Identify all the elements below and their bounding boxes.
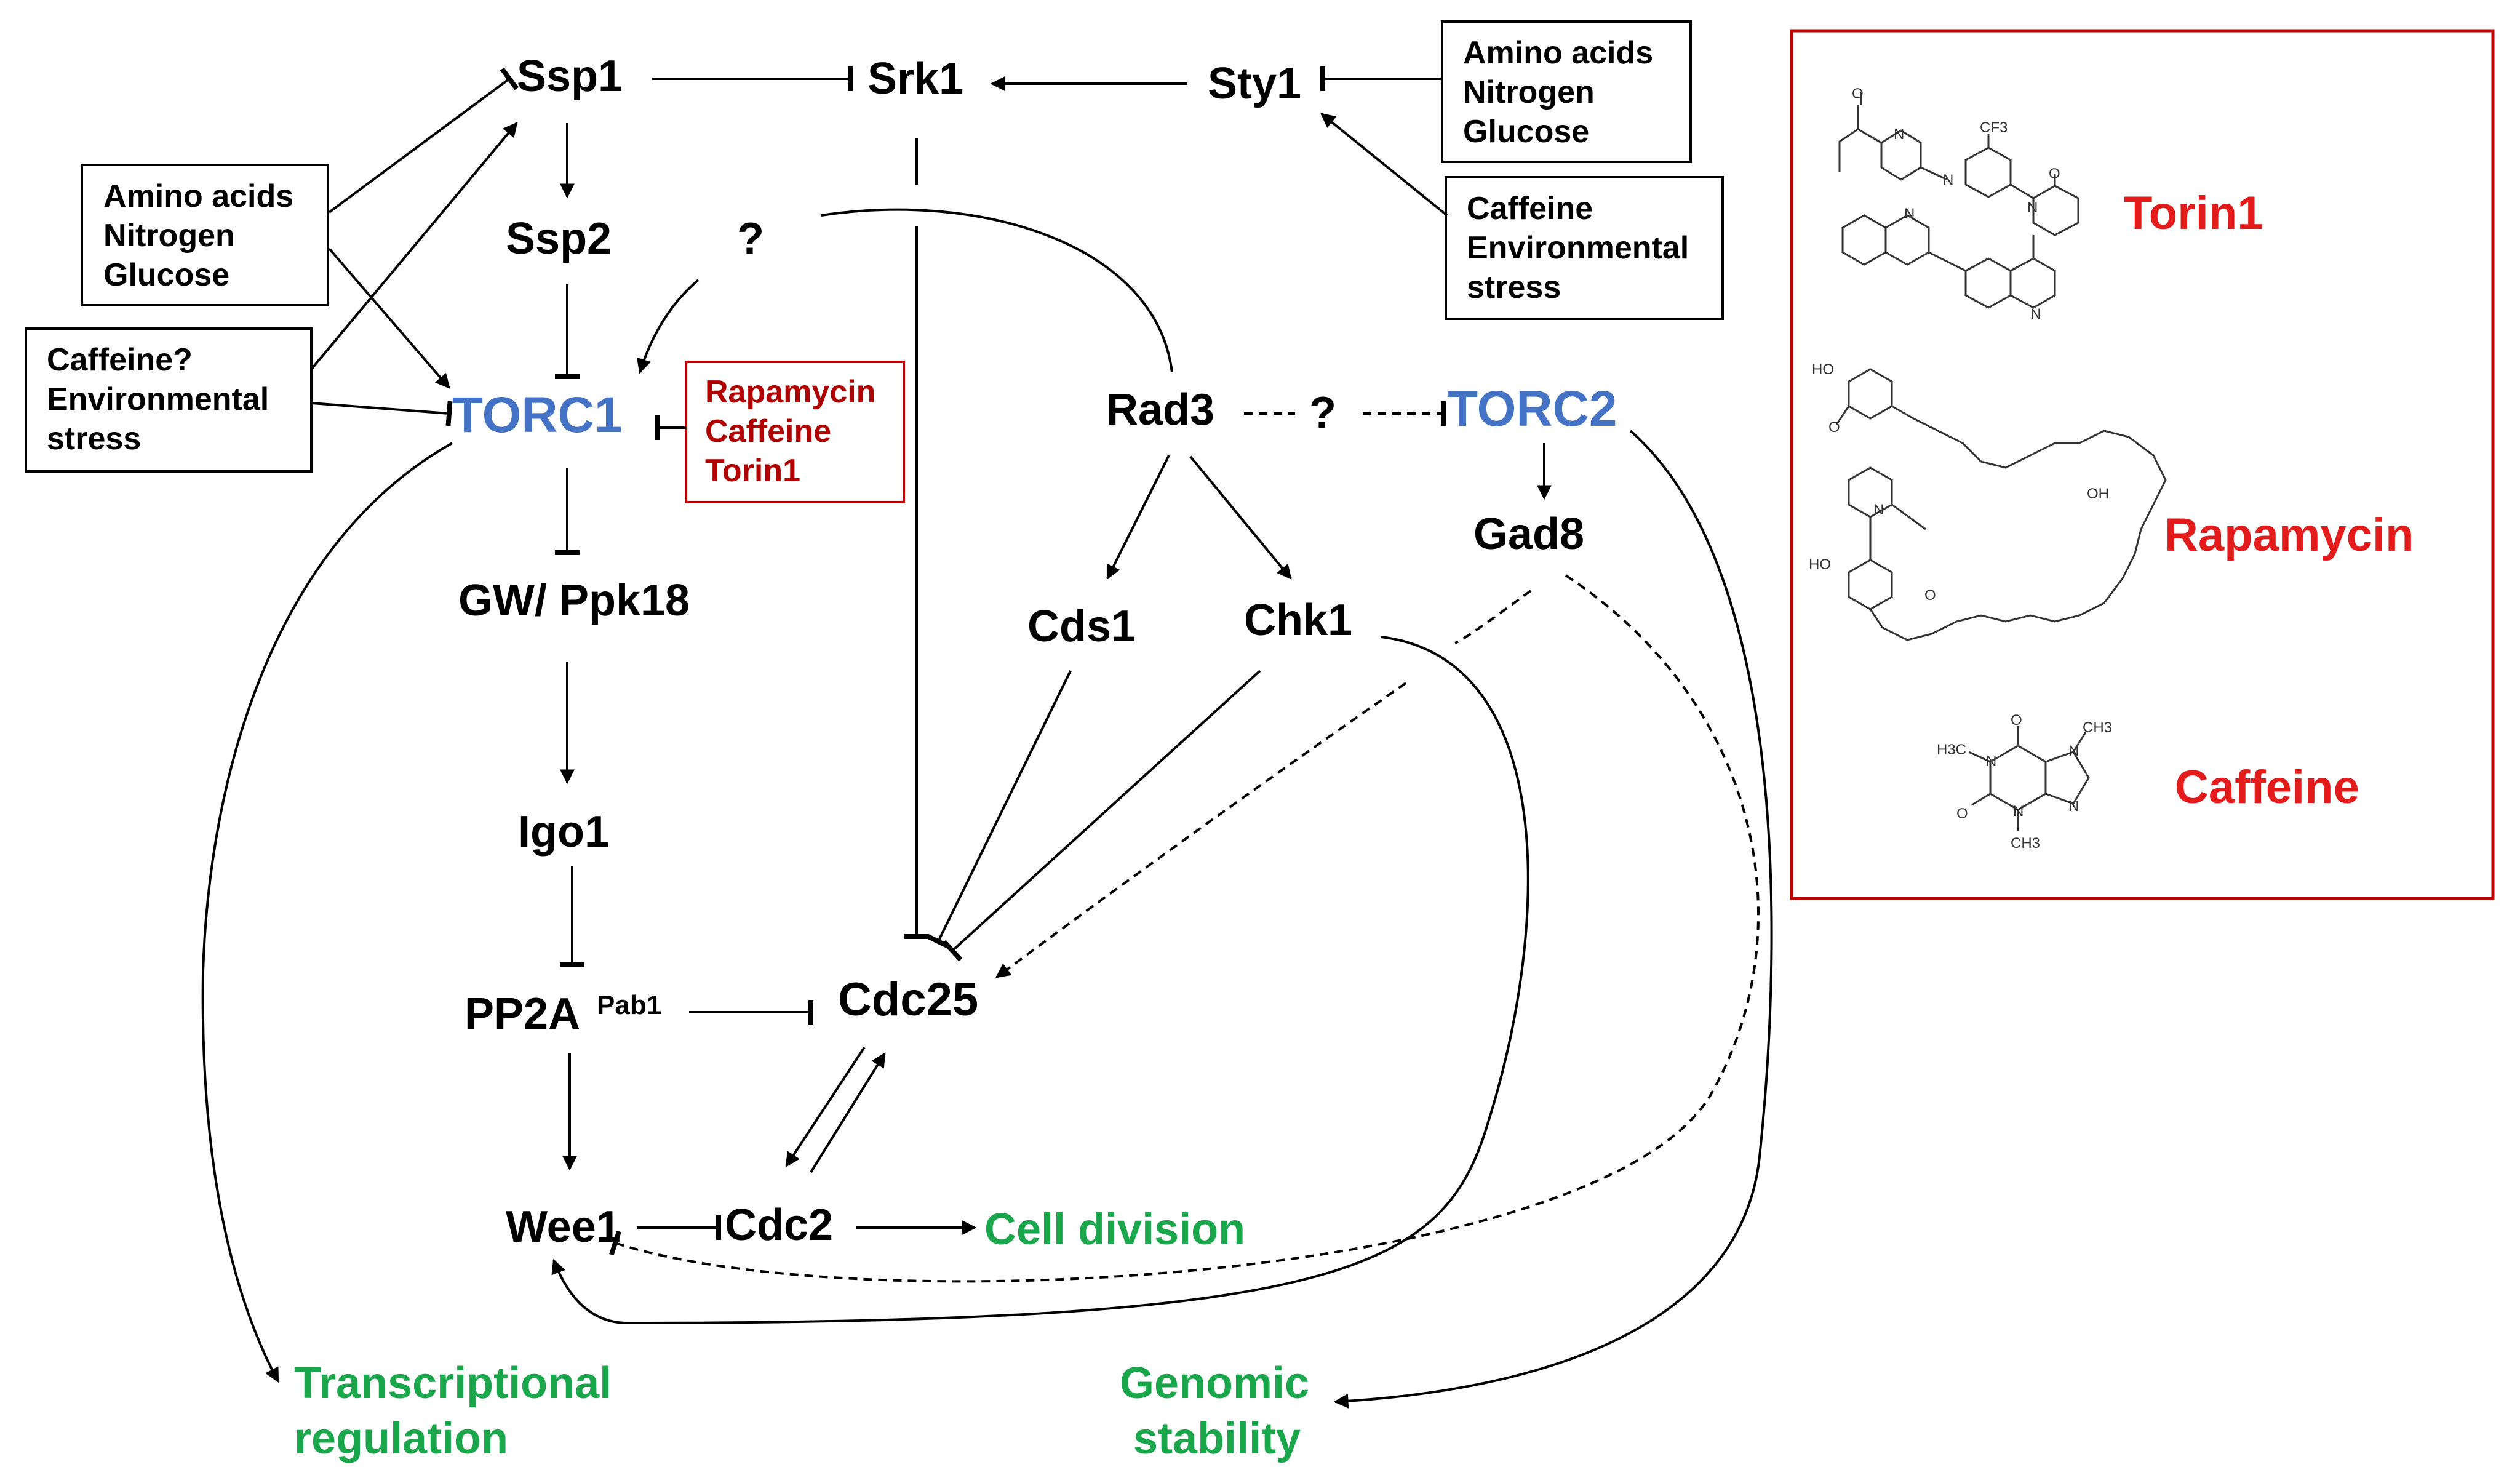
atom-label: N — [2068, 743, 2079, 759]
node-gad8: Gad8 — [1473, 510, 1584, 559]
outcome-transcription-line1: Transcriptional — [294, 1359, 612, 1408]
outcome-genomic-line1: Genomic — [1120, 1359, 1309, 1408]
node-chk1: Chk1 — [1244, 596, 1352, 645]
edge-gad8-wee1 — [609, 574, 1760, 1283]
atom-label: N — [1904, 206, 1915, 222]
caffeine-structure: O O H3C CH3 CH3 N N N N — [1937, 712, 2112, 852]
node-srk1: Srk1 — [867, 54, 963, 103]
edge-stress-ssp1 — [310, 122, 518, 370]
box-line: Amino acids — [1463, 35, 1653, 71]
label-rapamycin: Rapamycin — [2164, 509, 2414, 561]
edge-cdc25-cdc2 — [785, 1046, 866, 1168]
atom-label: N — [2068, 798, 2079, 815]
box-line: Glucose — [103, 257, 229, 293]
edge-cdc2-cdc25 — [810, 1052, 886, 1173]
atom-label: N — [1943, 172, 1953, 188]
node-ssp1: Ssp1 — [517, 52, 623, 101]
atom-label: N — [1873, 502, 1884, 518]
atom-label: OH — [2087, 486, 2109, 502]
atom-label: HO — [1812, 361, 1834, 378]
box-line: Environmental — [1467, 230, 1689, 266]
atom-label: CH3 — [2011, 835, 2040, 852]
edge-nutrients-torc1 — [328, 247, 450, 389]
node-cdc25: Cdc25 — [838, 973, 978, 1026]
box-line: stress — [1467, 270, 1561, 305]
atom-label: O — [1956, 805, 1968, 822]
node-pp2a-superscript: Pab1 — [597, 990, 661, 1020]
atom-label: N — [1986, 753, 1996, 770]
box-line: Environmental — [47, 382, 269, 417]
node-pp2a-pab1: PP2A Pab1 — [465, 989, 661, 1039]
compound-panel-frame — [1790, 29, 2495, 900]
node-question-1: ? — [737, 214, 764, 263]
edge-torc1-transcription — [201, 442, 453, 1383]
box-line: Nitrogen — [1463, 74, 1595, 110]
node-question-2: ? — [1309, 388, 1336, 438]
node-cdc2: Cdc2 — [725, 1201, 833, 1250]
atom-label: N — [2030, 306, 2041, 322]
outcome-transcription-line2: regulation — [294, 1414, 508, 1463]
compound-panel: N N O CF3 N O N N Torin1 HO O OH N HO O — [1790, 29, 2495, 900]
edges — [201, 66, 1773, 1409]
box-line: Glucose — [1463, 114, 1589, 150]
edge-q-torc1 — [637, 279, 700, 374]
atom-label: O — [1924, 587, 1936, 604]
edge-gad8-cdc25 — [997, 590, 1532, 977]
node-rad3: Rad3 — [1106, 385, 1214, 434]
edge-cds1-cdc25 — [926, 670, 1072, 949]
stress-box-right: Caffeine Environmental stress — [1445, 176, 1724, 320]
node-sty1: Sty1 — [1208, 59, 1301, 108]
atom-label: O — [1852, 86, 1864, 102]
atom-label: O — [2049, 166, 2060, 182]
box-line: Nitrogen — [103, 218, 235, 254]
label-torin1: Torin1 — [2124, 187, 2263, 239]
node-igo1: Igo1 — [518, 807, 609, 857]
outcome-cell-division: Cell division — [984, 1205, 1245, 1254]
edge-torc2-genomic — [1333, 430, 1773, 1409]
node-pp2a: PP2A — [465, 989, 580, 1039]
atom-label: N — [2013, 803, 2024, 820]
node-wee1: Wee1 — [506, 1202, 621, 1252]
inhibitor-torin1: Torin1 — [705, 453, 800, 489]
atom-label: CH3 — [2083, 719, 2112, 736]
rapamycin-structure: HO O OH N HO O — [1809, 361, 2167, 641]
torin1-structure: N N O CF3 N O N N — [1838, 86, 2079, 322]
atom-label: CF3 — [1980, 119, 2008, 136]
box-line: Caffeine? — [47, 342, 193, 378]
box-line: Amino acids — [103, 178, 293, 214]
atom-label: O — [1828, 419, 1840, 436]
atom-label: H3C — [1937, 741, 1966, 758]
inhibitors-box: Rapamycin Caffeine Torin1 — [685, 361, 905, 503]
outcome-genomic-line2: stability — [1133, 1414, 1301, 1463]
edge-rad3-chk1 — [1189, 455, 1292, 580]
atom-label: N — [1894, 126, 1904, 143]
stress-box-left: Caffeine? Environmental stress — [25, 327, 313, 473]
node-ssp2: Ssp2 — [506, 214, 612, 263]
edge-chk1-wee1 — [551, 636, 1529, 1325]
edge-rad3-q — [821, 208, 1173, 373]
edge-stress-sty1 — [1320, 113, 1448, 217]
node-torc2: TORC2 — [1447, 381, 1617, 437]
outcomes: Cell division Transcriptional regulation… — [294, 1205, 1309, 1463]
edge-stress-torc1 — [311, 401, 453, 426]
nutrients-box-left: Amino acids Nitrogen Glucose — [81, 164, 329, 306]
inhibitor-rapamycin: Rapamycin — [705, 374, 875, 410]
atom-label: HO — [1809, 556, 1831, 573]
node-torc1: TORC1 — [452, 387, 622, 443]
node-cds1: Cds1 — [1027, 602, 1136, 651]
edge-rad3-cds1 — [1106, 455, 1170, 580]
atom-label: N — [2027, 199, 2038, 216]
edge-chk1-cdc25 — [942, 670, 1261, 962]
nodes: Ssp1 Srk1 Sty1 Ssp2 ? TORC1 Rad3 ? TORC2… — [452, 52, 1617, 1252]
edge-nutrients-ssp1 — [328, 67, 519, 214]
box-line: Caffeine — [1467, 191, 1593, 226]
atom-label: O — [2011, 712, 2022, 729]
box-line: stress — [47, 421, 141, 457]
inhibitor-caffeine: Caffeine — [705, 414, 831, 449]
node-gw-ppk18: GW/ Ppk18 — [458, 576, 690, 625]
label-caffeine: Caffeine — [2175, 761, 2359, 813]
nutrients-box-right: Amino acids Nitrogen Glucose — [1441, 20, 1692, 163]
